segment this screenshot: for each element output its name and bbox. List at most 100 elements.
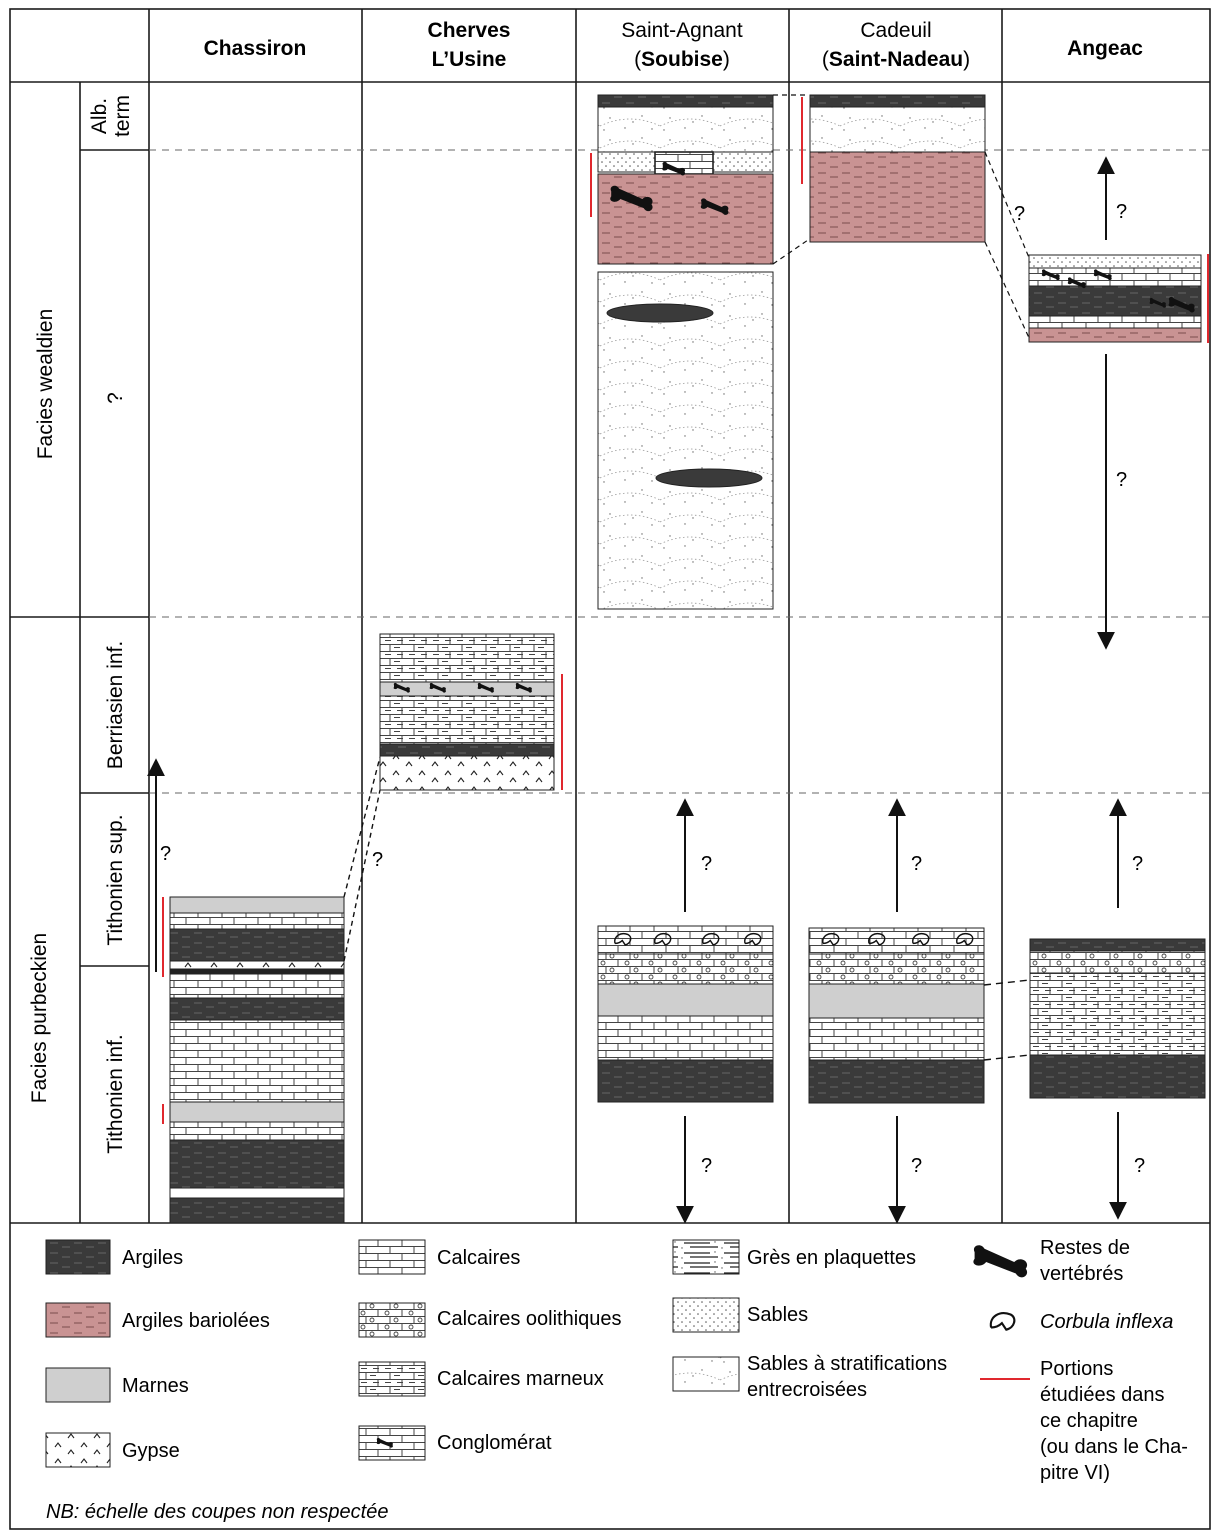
correlation-line bbox=[983, 979, 1031, 986]
legend-label-calcaires-marneux: Calcaires marneux bbox=[437, 1368, 604, 1390]
bed-argiles bbox=[597, 94, 774, 108]
question-mark: ? bbox=[1116, 469, 1127, 491]
legend-label-argiles-bariolees: Argiles bariolées bbox=[122, 1310, 270, 1332]
correlation-line bbox=[984, 241, 1031, 341]
correlation-line bbox=[984, 151, 1031, 261]
column-header-saint-nadeau: (Saint-Nadeau) bbox=[822, 48, 970, 71]
question-mark: ? bbox=[1134, 1155, 1145, 1177]
bed-calcaires bbox=[597, 925, 774, 955]
stage-tithonien-sup: Tithonien sup. bbox=[104, 814, 127, 945]
dashed-horizons bbox=[149, 149, 1210, 794]
legend-label-sables-strat-2: entrecroisées bbox=[747, 1379, 867, 1401]
column-header-saint-agnant: Saint-Agnant bbox=[621, 19, 743, 42]
bed-argiles bbox=[1029, 938, 1206, 952]
column-header-cherves-line1: Cherves bbox=[428, 19, 511, 42]
legend-swatch-calcaires-oolithiques bbox=[358, 1302, 426, 1338]
bed-marnes bbox=[808, 983, 985, 1019]
legend-label-portions-4: (ou dans le Cha- bbox=[1040, 1436, 1188, 1458]
paren-open: ( bbox=[822, 48, 829, 71]
bed-argiles bbox=[379, 743, 555, 757]
question-mark: ? bbox=[160, 843, 171, 865]
bed-white-band bbox=[169, 1187, 345, 1199]
section-angeac-lower bbox=[1029, 938, 1206, 1099]
section-cadeuil bbox=[809, 94, 986, 243]
correlation-line bbox=[772, 239, 809, 265]
correlation-line bbox=[343, 756, 381, 898]
bed-argiles bbox=[808, 1059, 985, 1104]
stage-unknown: ? bbox=[104, 392, 127, 404]
column-header-angeac: Angeac bbox=[1067, 37, 1143, 60]
paren-open: ( bbox=[634, 48, 641, 71]
legend-label-sables: Sables bbox=[747, 1304, 808, 1326]
bed-argiles-bariolees bbox=[809, 151, 986, 243]
correlation-line bbox=[983, 1054, 1031, 1061]
table-grid bbox=[9, 8, 1211, 1530]
facies-wealdien-label: Facies wealdien bbox=[34, 309, 57, 460]
legend-swatch-sables bbox=[672, 1297, 740, 1333]
bed-argiles bbox=[809, 94, 986, 108]
bed-calcaires bbox=[169, 973, 345, 999]
bed-argiles bbox=[169, 1197, 345, 1224]
legend-label-restes-1: Restes de bbox=[1040, 1237, 1130, 1259]
bed-gypse bbox=[379, 755, 555, 791]
bed-calcaires bbox=[808, 1017, 985, 1061]
question-mark: ? bbox=[701, 1155, 712, 1177]
bed-marnes bbox=[169, 1101, 345, 1123]
column-header-cherves-line2: L’Usine bbox=[432, 48, 507, 71]
legend-label-restes-2: vertébrés bbox=[1040, 1263, 1123, 1285]
column-header-cadeuil: Cadeuil bbox=[860, 19, 931, 42]
bed-calcaires bbox=[169, 912, 345, 930]
legend: Argiles Argiles bariolées Marnes Gypse C… bbox=[45, 1237, 1188, 1523]
bed-calcaires-marneux bbox=[379, 695, 555, 745]
section-saint-agnant bbox=[597, 94, 774, 610]
legend-label-argiles: Argiles bbox=[122, 1247, 183, 1269]
legend-label-gypse: Gypse bbox=[122, 1440, 180, 1462]
bed-gypse bbox=[169, 960, 345, 970]
legend-label-corbula: Corbula inflexa bbox=[1040, 1311, 1173, 1333]
bed-sables-entrecroisees bbox=[809, 106, 986, 153]
legend-label-gres: Grès en plaquettes bbox=[747, 1247, 916, 1269]
stage-berriasien: Berriasien inf. bbox=[104, 641, 127, 769]
bed-argiles-bariolees bbox=[1028, 327, 1202, 343]
clay-lens bbox=[606, 303, 714, 323]
bed-calcaires bbox=[1028, 315, 1202, 329]
stage-alb-line2: term bbox=[111, 95, 134, 137]
outer-frame bbox=[9, 8, 1211, 1530]
question-mark: ? bbox=[911, 1155, 922, 1177]
bed-calcaires bbox=[597, 1015, 774, 1061]
vertebrate-remains-icon bbox=[973, 1245, 1028, 1278]
bed-sables bbox=[1028, 254, 1202, 269]
legend-swatch-argiles-bariolees bbox=[45, 1302, 111, 1338]
bed-argiles bbox=[169, 997, 345, 1021]
column-header-saint-nadeau-bold: Saint-Nadeau bbox=[829, 48, 963, 71]
bed-calcaires-marneux bbox=[379, 633, 555, 683]
correlation-line bbox=[343, 789, 381, 962]
bed-sables-entrecroisees bbox=[597, 271, 774, 610]
section-cadeuil-lower bbox=[808, 927, 985, 1104]
legend-swatch-sables-entrecroisees bbox=[672, 1356, 740, 1392]
question-mark: ? bbox=[1132, 853, 1143, 875]
bed-calcaires bbox=[169, 1019, 345, 1103]
bed-argiles bbox=[1029, 1054, 1206, 1099]
legend-label-conglomerat: Conglomérat bbox=[437, 1432, 552, 1454]
stage-tithonien-inf: Tithonien inf. bbox=[104, 1034, 127, 1153]
legend-label-portions-2: étudiées dans bbox=[1040, 1384, 1165, 1406]
question-mark: ? bbox=[372, 849, 383, 871]
legend-label-portions-1: Portions bbox=[1040, 1358, 1113, 1380]
bed-calcaires bbox=[169, 1121, 345, 1141]
legend-label-portions-3: ce chapitre bbox=[1040, 1410, 1138, 1432]
bed-argiles bbox=[169, 928, 345, 962]
facies-purbeckien-label: Facies purbeckien bbox=[28, 933, 51, 1103]
paren-close: ) bbox=[723, 48, 730, 71]
legend-label-portions-5: pitre VI) bbox=[1040, 1462, 1110, 1484]
bed-sables-entrecroisees bbox=[597, 106, 774, 153]
legend-label-marnes: Marnes bbox=[122, 1375, 189, 1397]
question-mark: ? bbox=[1116, 201, 1127, 223]
legend-swatch-gypse bbox=[45, 1432, 111, 1468]
section-saint-agnant-lower bbox=[597, 925, 774, 1103]
section-cherves bbox=[379, 633, 555, 791]
bed-marnes bbox=[597, 983, 774, 1017]
legend-label-sables-strat-1: Sables à stratifications bbox=[747, 1353, 947, 1375]
bed-marnes bbox=[169, 896, 345, 914]
